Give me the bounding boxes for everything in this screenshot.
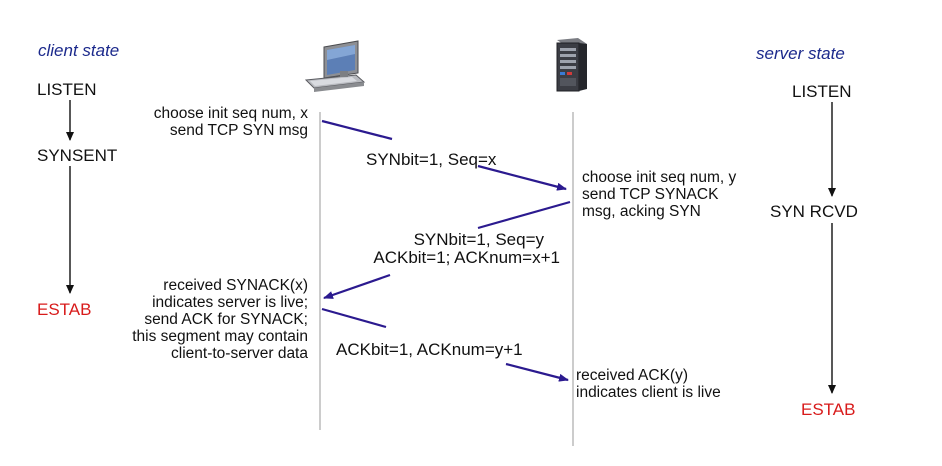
- client-note-syn-line-1: choose init seq num, x: [153, 105, 308, 122]
- segment-syn-label: SYNbit=1, Seq=x: [366, 150, 497, 169]
- ack-segment-arrow-tail: [505, 362, 569, 382]
- desktop-computer-icon: [304, 40, 366, 92]
- server-state-listen: LISTEN: [792, 82, 852, 101]
- segment-synack-line-2: ACKbit=1; ACKnum=x+1: [373, 248, 560, 267]
- client-state-listen: LISTEN: [37, 80, 97, 99]
- synack-segment-arrow: [477, 200, 571, 230]
- server-note-synack-line-3: msg, acking SYN: [582, 203, 701, 220]
- client-note-syn-line-2: send TCP SYN msg: [169, 122, 308, 139]
- syn-segment-arrow: [321, 119, 393, 141]
- client-note-ack-line-5: client-to-server data: [171, 345, 308, 362]
- segment-synack-label: SYNbit=1, Seq=y ACKbit=1; ACKnum=x+1: [310, 231, 560, 267]
- client-note-syn: choose init seq num, x send TCP SYN msg: [110, 105, 308, 139]
- ack-segment-arrow: [321, 307, 387, 329]
- server-note-ack-line-1: received ACK(y): [576, 367, 688, 384]
- client-note-ack-line-3: send ACK for SYNACK;: [144, 311, 308, 328]
- server-state-estab: ESTAB: [801, 400, 856, 419]
- server-note-ack-line-2: indicates client is live: [576, 384, 721, 401]
- client-state-heading: client state: [38, 41, 120, 60]
- segment-synack-line-1: SYNbit=1, Seq=y: [413, 230, 544, 249]
- syn-segment-arrow-tail: [477, 164, 567, 191]
- server-note-synack-line-2: send TCP SYNACK: [582, 186, 719, 203]
- client-state-estab: ESTAB: [37, 300, 92, 319]
- server-note-ack: received ACK(y) indicates client is live: [576, 367, 721, 401]
- synack-segment-arrow-tail: [323, 273, 391, 300]
- client-note-ack: received SYNACK(x) indicates server is l…: [90, 277, 308, 362]
- client-note-ack-line-2: indicates server is live;: [152, 294, 308, 311]
- server-tower-icon: [556, 38, 587, 92]
- client-note-ack-line-4: this segment may contain: [132, 328, 308, 345]
- server-note-synack-line-1: choose init seq num, y: [582, 169, 737, 186]
- segment-ack-label: ACKbit=1, ACKnum=y+1: [336, 340, 523, 359]
- client-state-synsent: SYNSENT: [37, 146, 118, 165]
- server-note-synack: choose init seq num, y send TCP SYNACK m…: [582, 169, 736, 220]
- client-note-ack-line-1: received SYNACK(x): [163, 277, 308, 294]
- server-state-synrcvd: SYN RCVD: [770, 202, 858, 221]
- server-state-heading: server state: [756, 44, 845, 63]
